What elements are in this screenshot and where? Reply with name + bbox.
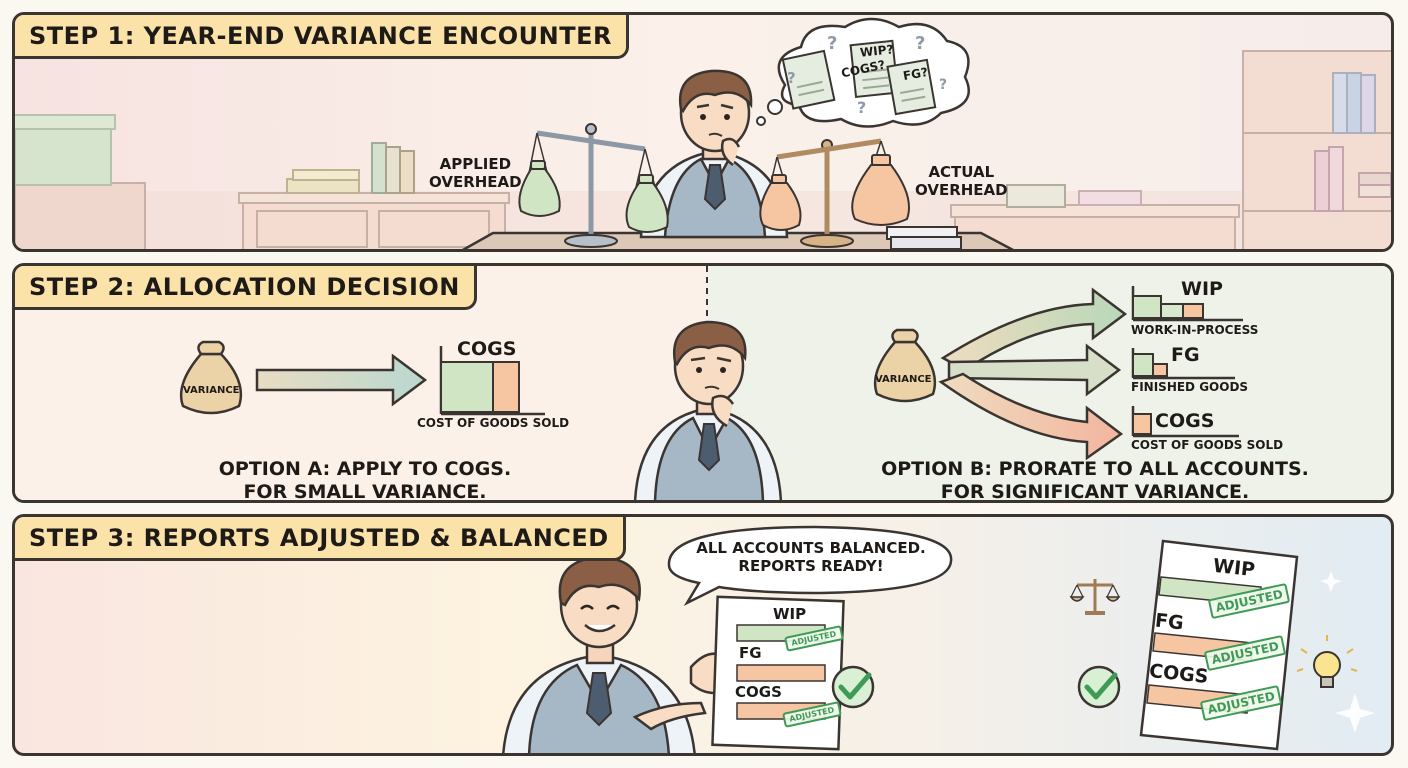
big-report-wip-label: WIP (1212, 554, 1257, 582)
step2-panel: STEP 2: ALLOCATION DECISION VARIANCE COG… (12, 263, 1394, 503)
speech-bubble (667, 525, 953, 607)
left-cabinet (15, 114, 146, 249)
small-report-cogs-label: COGS (735, 683, 782, 701)
wip-full: WORK-IN-PROCESS (1131, 323, 1259, 337)
option-b-variance-label: VARIANCE (875, 374, 932, 385)
accountant-deciding (633, 320, 783, 500)
money-bag-icon (759, 174, 802, 231)
svg-text:?: ? (939, 77, 947, 93)
small-report-wip-label: WIP (773, 605, 807, 623)
cogs-bar (1131, 406, 1239, 438)
fg-full: FINISHED GOODS (1131, 380, 1249, 394)
svg-text:?: ? (915, 33, 925, 54)
lightbulb-icon (1296, 635, 1358, 688)
big-checkmark-icon (1077, 665, 1121, 709)
document-icon (781, 49, 836, 110)
step3-panel: STEP 3: REPORTS ADJUSTED & BALANCED ALL … (12, 514, 1394, 756)
sparkle-icon (1320, 571, 1375, 733)
svg-text:?: ? (857, 98, 866, 117)
money-bag-icon (851, 154, 910, 226)
option-a-cogs-title: COGS (457, 338, 517, 360)
cogs-full: COST OF GOODS SOLD (1131, 438, 1284, 452)
option-b-variance-bag (873, 328, 937, 403)
actual-overhead-scale (759, 138, 910, 248)
option-b-arrow-cogs-icon (938, 372, 1124, 461)
document-icon (886, 58, 937, 116)
thought-bubble: ? ? ? ? ? (756, 17, 970, 128)
fg-title: FG (1171, 344, 1200, 366)
bookshelf (1242, 50, 1391, 249)
right-desk (950, 184, 1240, 249)
accountant-presenting (502, 555, 728, 753)
speech-text: ALL ACCOUNTS BALANCED. REPORTS READY! (696, 539, 926, 575)
wip-title: WIP (1181, 278, 1223, 300)
option-a-variance-label: VARIANCE (183, 385, 240, 396)
small-report-fg-label: FG (739, 644, 762, 662)
balance-scale-icon (1069, 579, 1121, 615)
option-a-caption: OPTION A: APPLY TO COGS. FOR SMALL VARIA… (218, 458, 512, 503)
money-bag-icon (625, 174, 669, 233)
cogs-title: COGS (1155, 410, 1215, 432)
step2-title: STEP 2: ALLOCATION DECISION (15, 266, 477, 310)
applied-overhead-scale (518, 123, 669, 248)
svg-text:?: ? (787, 69, 796, 87)
step1-panel: ? ? ? ? ? (12, 12, 1394, 252)
step1-title: STEP 1: YEAR-END VARIANCE ENCOUNTER (15, 15, 629, 59)
money-bag-icon (518, 160, 561, 217)
svg-text:?: ? (827, 33, 837, 54)
option-a-arrow-icon (255, 353, 428, 407)
wip-bar (1131, 286, 1243, 322)
option-b-arrow-wip-icon (940, 287, 1128, 372)
step3-title: STEP 3: REPORTS ADJUSTED & BALANCED (15, 517, 626, 561)
option-b-caption: OPTION B: PRORATE TO ALL ACCOUNTS. FOR S… (881, 458, 1309, 503)
option-a-variance-bag (179, 340, 243, 415)
accountant-thinking (639, 69, 789, 239)
option-a-cogs-bar (439, 346, 545, 416)
option-a-cogs-full: COST OF GOODS SOLD (417, 416, 570, 430)
small-checkmark-icon (831, 665, 875, 709)
left-desk (238, 142, 510, 249)
applied-overhead-label: APPLIED OVERHEAD (429, 155, 522, 191)
actual-overhead-label: ACTUAL OVERHEAD (915, 163, 1008, 199)
document-icon (849, 39, 899, 99)
step1-scene: ? ? ? ? ? (15, 17, 1391, 249)
big-report-fg-label: FG (1153, 609, 1185, 635)
fg-bar (1131, 348, 1235, 380)
